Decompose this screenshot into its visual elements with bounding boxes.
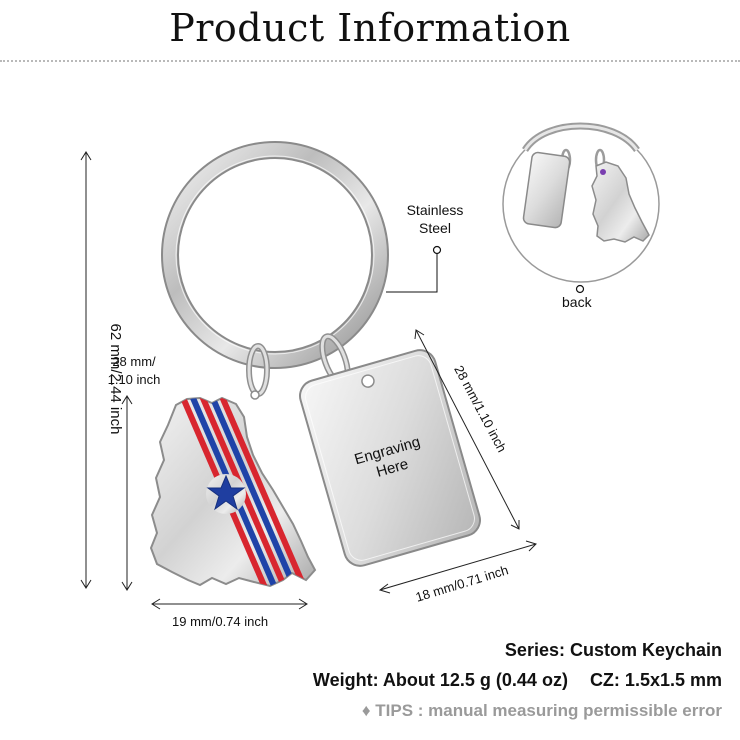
- title-divider: [0, 60, 740, 62]
- dimension-charm-height: [121, 395, 133, 591]
- charm-width-label: 19 mm/0.74 inch: [172, 614, 269, 629]
- charm-height-line1: 28 mm/: [112, 354, 156, 369]
- dog-tag: [299, 349, 481, 567]
- weight-spec-row: Weight: About 12.5 g (0.44 oz) CZ: 1.5x1.…: [313, 670, 722, 691]
- key-ring: [161, 141, 389, 369]
- charm-height-label: 28 mm/ 1.10 inch: [100, 353, 168, 389]
- back-callout: [575, 284, 585, 294]
- series-spec: Series: Custom Keychain: [504, 640, 722, 660]
- cz-stone: [600, 169, 606, 175]
- map-charm: [149, 390, 317, 588]
- dimension-tag-width: [378, 540, 537, 594]
- weight-spec: Weight: About 12.5 g (0.44 oz): [312, 670, 568, 690]
- material-label-line1: Stainless: [406, 202, 464, 218]
- back-view: [502, 122, 660, 283]
- tips-note: ♦ TIPS : manual measuring permissible er…: [361, 701, 722, 720]
- charm-height-line2: 1.10 inch: [107, 372, 161, 387]
- page-title: Product Information: [169, 6, 571, 50]
- material-label-line2: Steel: [419, 220, 451, 236]
- material-callout: [386, 245, 442, 293]
- dimension-tag-height: [414, 329, 520, 530]
- dimension-charm-width: [151, 598, 308, 610]
- cz-spec: CZ: 1.5x1.5 mm: [589, 670, 722, 690]
- dimension-total-height: [80, 151, 92, 589]
- back-label: back: [562, 294, 592, 310]
- star-icon: [206, 474, 246, 511]
- material-label: Stainless Steel: [392, 201, 478, 237]
